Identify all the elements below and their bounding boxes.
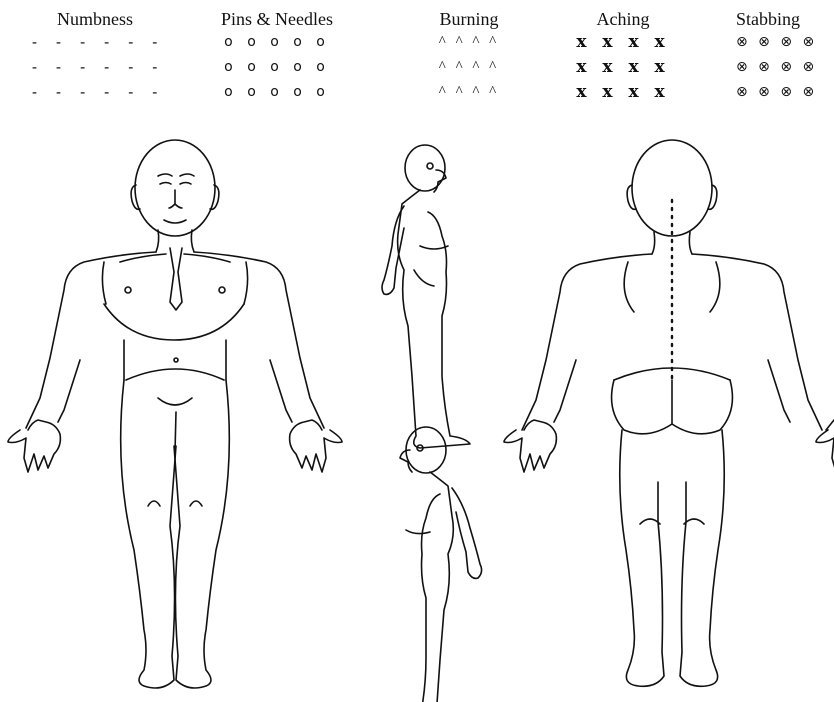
- aching-symbol-row: x x x x: [568, 30, 678, 55]
- numbness-symbol-row: - - - - - -: [30, 30, 160, 55]
- side-body-figure-lower: [400, 427, 482, 702]
- stabbing-symbol-row: ⊗ ⊗ ⊗ ⊗: [726, 55, 834, 80]
- legend-label-burning: Burning: [414, 8, 524, 30]
- body-diagram: [0, 110, 834, 702]
- burning-symbol-row: ^ ^ ^ ^: [414, 30, 524, 55]
- aching-symbol-row: x x x x: [568, 55, 678, 80]
- pins-needles-symbol-row: o o o o o: [192, 80, 362, 105]
- front-body-figure: [8, 140, 342, 688]
- burning-symbol-row: ^ ^ ^ ^: [414, 80, 524, 105]
- stabbing-symbol-row: ⊗ ⊗ ⊗ ⊗: [726, 80, 834, 105]
- symptom-legend: Numbness - - - - - - - - - - - - - - - -…: [0, 0, 834, 110]
- legend-numbness: Numbness - - - - - - - - - - - - - - - -…: [30, 8, 160, 105]
- legend-label-aching: Aching: [568, 8, 678, 30]
- legend-label-numbness: Numbness: [30, 8, 160, 30]
- legend-burning: Burning ^ ^ ^ ^ ^ ^ ^ ^ ^ ^ ^ ^: [414, 8, 524, 105]
- burning-symbol-row: ^ ^ ^ ^: [414, 55, 524, 80]
- pins-needles-symbol-row: o o o o o: [192, 55, 362, 80]
- stabbing-symbol-row: ⊗ ⊗ ⊗ ⊗: [726, 30, 834, 55]
- legend-stabbing: Stabbing ⊗ ⊗ ⊗ ⊗ ⊗ ⊗ ⊗ ⊗ ⊗ ⊗ ⊗ ⊗: [726, 8, 834, 105]
- legend-aching: Aching x x x x x x x x x x x x: [568, 8, 678, 105]
- numbness-symbol-row: - - - - - -: [30, 55, 160, 80]
- side-body-figure-upper: [382, 145, 470, 448]
- aching-symbol-row: x x x x: [568, 80, 678, 105]
- legend-pins-needles: Pins & Needles o o o o o o o o o o o o o…: [192, 8, 362, 105]
- numbness-symbol-row: - - - - - -: [30, 80, 160, 105]
- legend-label-stabbing: Stabbing: [726, 8, 834, 30]
- pins-needles-symbol-row: o o o o o: [192, 30, 362, 55]
- legend-label-pins-needles: Pins & Needles: [192, 8, 362, 30]
- back-body-figure: [504, 140, 834, 686]
